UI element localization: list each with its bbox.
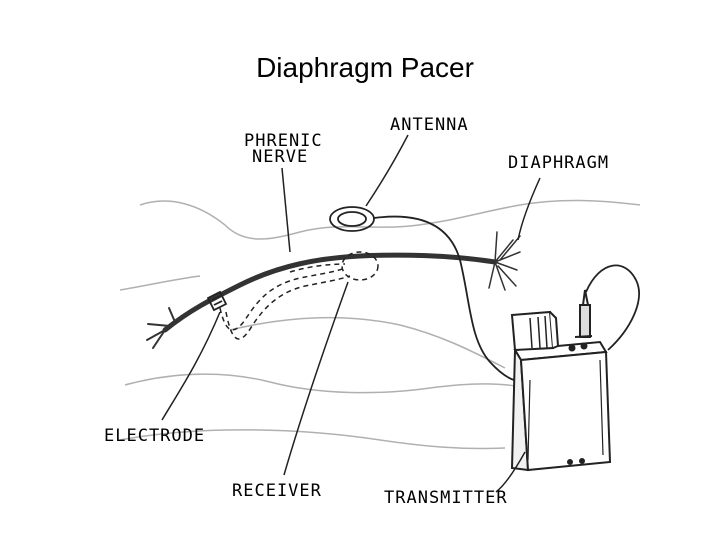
label-antenna: ANTENNA: [390, 115, 469, 135]
label-nerve: NERVE: [252, 147, 308, 167]
body-contours: [119, 199, 641, 450]
dashed-leads: [219, 263, 351, 340]
transmitter-cable: [585, 264, 640, 351]
diaphragm-ending: [488, 231, 521, 291]
label-receiver: RECEIVER: [232, 481, 322, 501]
transmitter: [510, 289, 612, 472]
receiver: [341, 251, 379, 281]
leader-lines: [161, 134, 541, 493]
electrode: [206, 290, 228, 312]
label-phrenic: PHRENIC: [244, 131, 323, 151]
label-electrode: ELECTRODE: [104, 426, 205, 446]
antenna: [329, 206, 515, 381]
label-diaphragm: DIAPHRAGM: [508, 153, 609, 173]
page-title: Diaphragm Pacer: [256, 52, 474, 83]
phrenic-nerve: [146, 252, 498, 349]
label-transmitter: TRANSMITTER: [384, 488, 508, 508]
